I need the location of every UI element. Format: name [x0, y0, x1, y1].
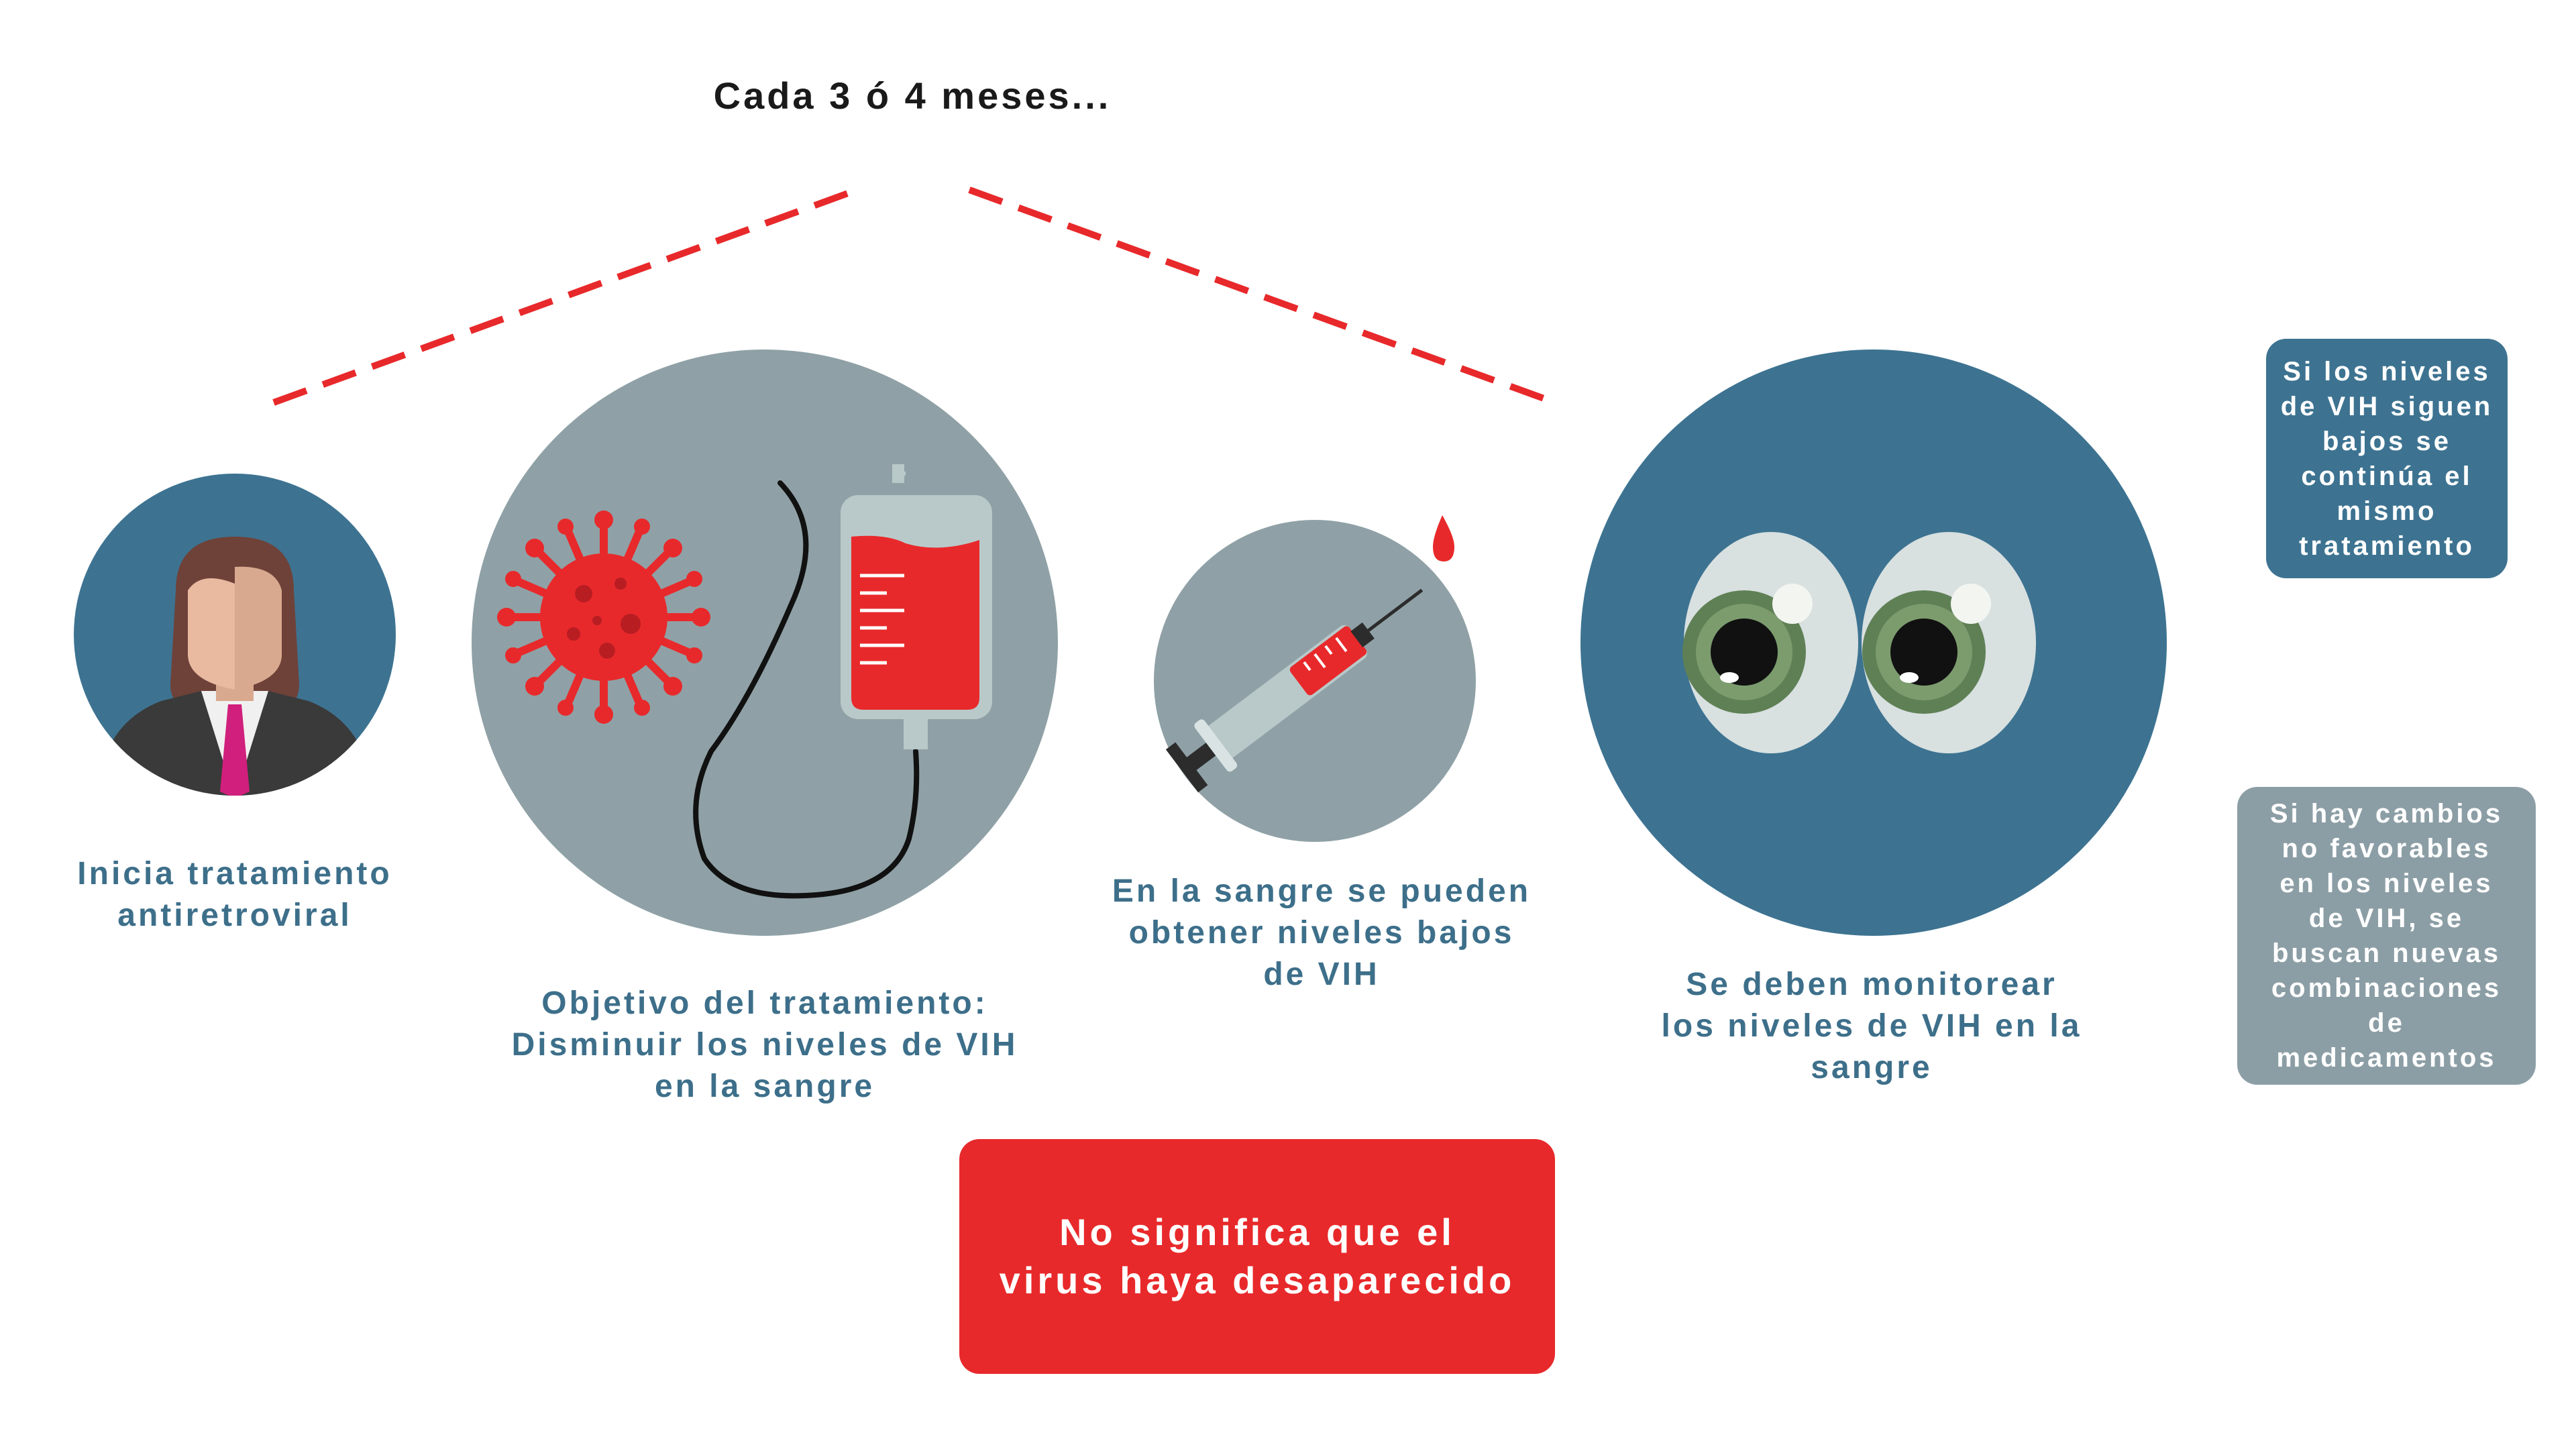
dashed-line-right: [968, 186, 1556, 406]
woman-avatar-icon: [74, 474, 396, 796]
warning-box: No significa que el virus haya desaparec…: [959, 1139, 1555, 1374]
monitoring-illustration: [1580, 350, 2167, 936]
eyes-icon: [1682, 532, 2036, 753]
iv-tube: [693, 480, 920, 899]
syringe-icon: [1165, 588, 1424, 793]
step-caption-start-treatment: Inicia tratamiento antiretroviral: [77, 856, 392, 933]
blood-test-illustration: [1154, 515, 1476, 842]
outcome-box-favorable: Si los niveles de VIH siguen bajos se co…: [2266, 339, 2508, 578]
virus-icon: [497, 511, 710, 724]
outcome-unfavorable-text: Si hay cambios no favorables en los nive…: [2269, 799, 2504, 1073]
step-caption-treatment-goal: Objetivo del tratamiento: Disminuir los …: [511, 985, 1018, 1104]
warning-text: No significa que el virus haya desaparec…: [999, 1211, 1515, 1301]
frequency-label: Cada 3 ó 4 meses...: [713, 74, 1112, 117]
outcome-favorable-text: Si los niveles de VIH siguen bajos se co…: [2280, 356, 2493, 561]
blood-drop-icon: [1433, 515, 1454, 561]
treatment-goal-illustration: [472, 350, 1058, 936]
dashed-connector: [272, 186, 1556, 406]
iv-blood-bag-icon: [841, 464, 992, 749]
outcome-box-unfavorable: Si hay cambios no favorables en los nive…: [2237, 787, 2536, 1085]
step-caption-low-levels: En la sangre se pueden obtener niveles b…: [1112, 873, 1532, 992]
step-caption-monitoring: Se deben monitorear los niveles de VIH e…: [1661, 967, 2082, 1085]
